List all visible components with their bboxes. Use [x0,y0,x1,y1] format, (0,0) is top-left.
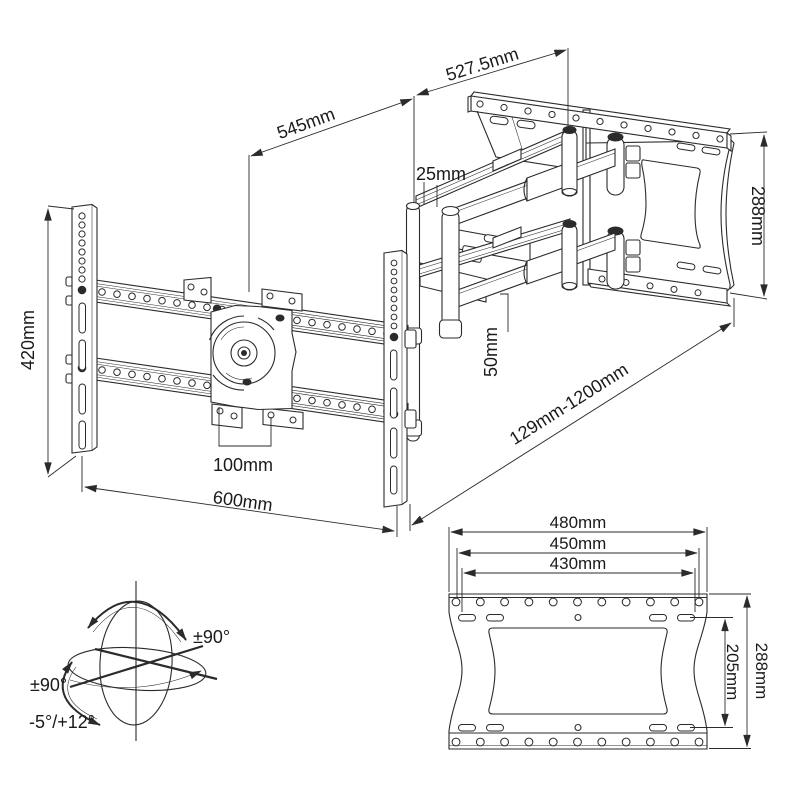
front-dimensions: 480mm 450mm 430mm 205mm 288mm [448,513,771,749]
tilt-angle-label: -5°/+12° [29,712,95,732]
dim-420-label: 420mm [18,310,38,370]
dim-100-label: 100mm [213,455,273,475]
tv-right-rail-holes [390,259,398,330]
rotate-angle-label: ±90° [30,675,67,695]
wall-plate-iso [467,91,735,307]
dim-50-label: 50mm [481,327,501,377]
dim-extension-range-label: 129mm-1200mm [506,359,632,449]
articulating-arms [403,126,641,442]
wall-plate-front-view: 480mm 450mm 430mm 205mm 288mm [448,513,771,750]
dim-545-label: 545mm [274,104,337,143]
dim-25-label: 25mm [416,164,466,184]
front-bottom-holes [451,737,704,747]
tv-bracket [65,203,417,508]
tv-left-rail-holes [78,212,86,283]
vesa-plate [183,276,304,430]
dim-600-label: 600mm [212,487,274,515]
dim-205-label: 205mm [723,644,742,701]
rotation-range-diagram: ±90° ±90° -5°/+12° [29,581,230,741]
wall-rail-holes [476,100,724,143]
swivel-angle-label: ±90° [193,627,230,647]
wall-rail-bottom-holes [598,275,702,297]
dim-450-label: 450mm [550,534,607,553]
front-top-holes [451,597,704,607]
dim-480-label: 480mm [550,513,607,532]
dim-288-front-label: 288mm [752,643,771,700]
dim-288-iso-label: 288mm [748,186,768,246]
dim-527-label: 527.5mm [443,43,521,85]
dim-430-label: 430mm [550,554,607,573]
